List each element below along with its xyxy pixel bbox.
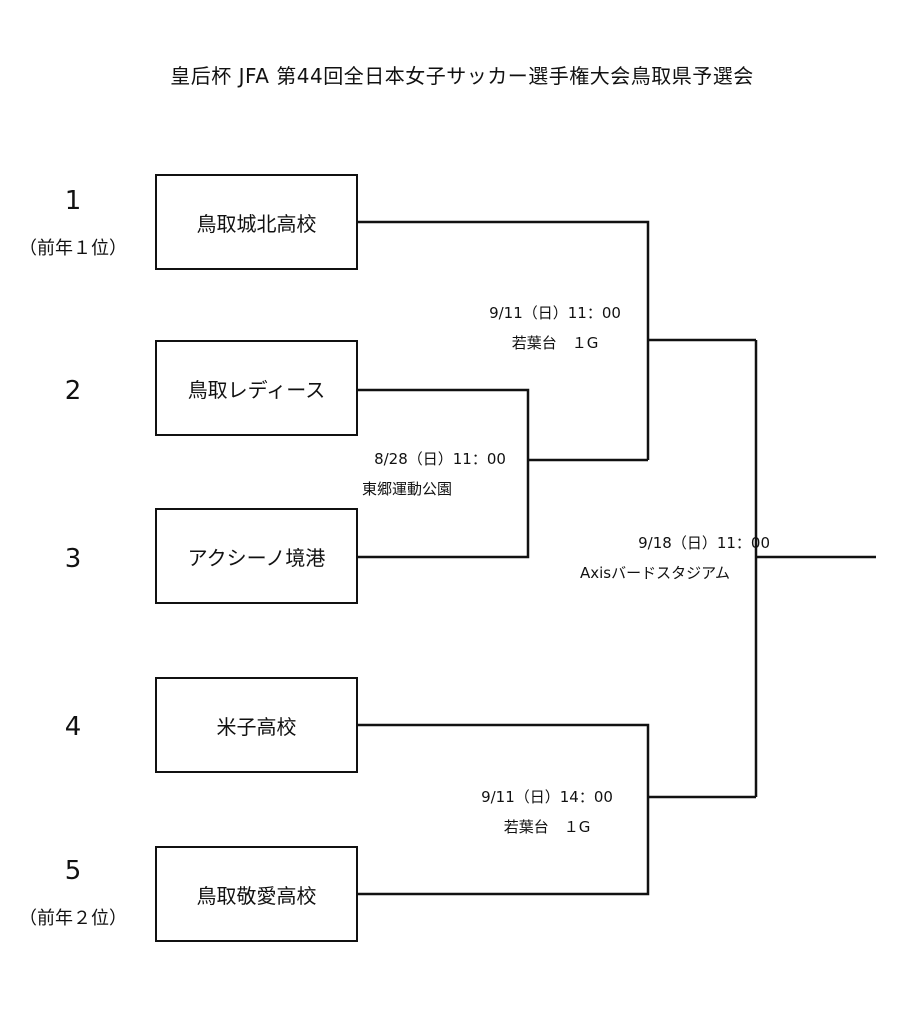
seed-note: （前年１位）: [19, 238, 127, 259]
seed-note: （前年２位）: [19, 908, 127, 929]
match-venue: 東郷運動公園: [362, 480, 453, 498]
seed-number: 3: [64, 544, 82, 574]
match-info-b: 9/11（日）11：00 若葉台 １G: [440, 298, 670, 358]
seed-number: 4: [64, 712, 82, 742]
match-venue: Axisバードスタジアム: [579, 564, 731, 582]
bracket-line-match-c: [358, 723, 650, 896]
seed-4: 4: [18, 712, 128, 742]
match-datetime: 9/18（日）11：00: [638, 534, 770, 552]
match-info-a: 8/28（日）11：00 東郷運動公園: [335, 444, 545, 504]
seed-number: 1: [64, 186, 82, 216]
team-box-3: アクシーノ境港: [155, 508, 358, 604]
team-name: 米子高校: [216, 714, 297, 739]
bracket-line-match-a: [358, 388, 530, 559]
seed-5: 5 （前年２位）: [18, 856, 128, 930]
bracket-line-match-b: [358, 220, 650, 460]
team-box-5: 鳥取敬愛高校: [155, 846, 358, 942]
match-venue: 若葉台 １G: [511, 334, 599, 352]
match-info-c: 9/11（日）14：00 若葉台 １G: [432, 782, 662, 842]
team-name: 鳥取城北高校: [196, 211, 317, 236]
seed-number: 5: [64, 856, 82, 886]
match-venue: 若葉台 １G: [503, 818, 591, 836]
match-info-final: 9/18（日）11：00 Axisバードスタジアム: [540, 528, 770, 588]
page-title: 皇后杯 JFA 第44回全日本女子サッカー選手権大会鳥取県予選会: [170, 64, 754, 88]
seed-3: 3: [18, 544, 128, 574]
match-datetime: 9/11（日）11：00: [489, 304, 621, 322]
seed-number: 2: [64, 376, 82, 406]
team-box-2: 鳥取レディース: [155, 340, 358, 436]
team-name: アクシーノ境港: [187, 545, 326, 570]
team-box-4: 米子高校: [155, 677, 358, 773]
team-box-1: 鳥取城北高校: [155, 174, 358, 270]
team-name: 鳥取敬愛高校: [196, 883, 317, 908]
team-name: 鳥取レディース: [187, 377, 326, 402]
seed-2: 2: [18, 376, 128, 406]
match-datetime: 9/11（日）14：00: [481, 788, 613, 806]
seed-1: 1 （前年１位）: [18, 186, 128, 260]
match-datetime: 8/28（日）11：00: [374, 450, 506, 468]
